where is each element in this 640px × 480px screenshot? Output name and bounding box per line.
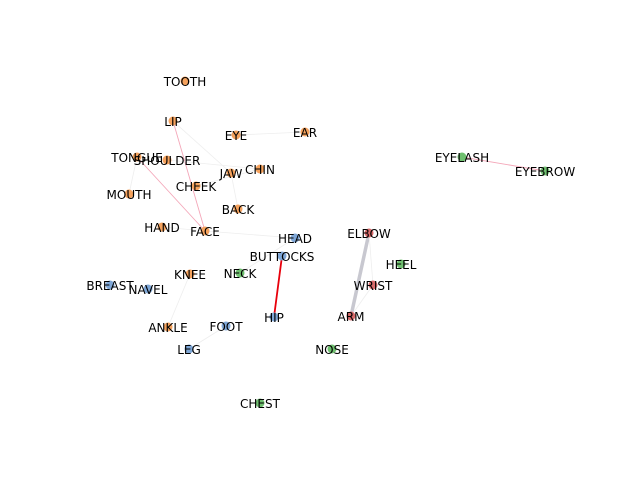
node-label-ear: EAR bbox=[293, 126, 317, 140]
node-mouth bbox=[124, 189, 134, 199]
node-label-chin: CHIN bbox=[245, 163, 275, 177]
node-jaw bbox=[226, 168, 236, 178]
node-label-head: HEAD bbox=[278, 232, 312, 246]
edge-shoulder-chin bbox=[166, 159, 261, 170]
node-label-navel: NAVEL bbox=[129, 283, 168, 297]
edge-buttocks-hip bbox=[273, 255, 283, 318]
node-label-heel: HEEL bbox=[386, 258, 417, 272]
node-label-face: FACE bbox=[190, 225, 220, 239]
node-label-neck: NECK bbox=[224, 267, 258, 281]
node-navel bbox=[143, 284, 153, 294]
node-label-hand: HAND bbox=[144, 221, 179, 235]
edge-neck-head bbox=[239, 237, 296, 274]
node-tongue bbox=[132, 152, 142, 162]
node-label-shoulder: SHOULDER bbox=[134, 154, 201, 168]
node-label-chest: CHEST bbox=[240, 397, 281, 411]
node-label-buttocks: BUTTOCKS bbox=[250, 250, 315, 264]
graph-nodes bbox=[105, 76, 550, 408]
node-label-tongue: TONGUE bbox=[110, 151, 162, 165]
node-label-wrist: WRIST bbox=[354, 279, 393, 293]
node-cheek bbox=[191, 181, 201, 191]
node-neck bbox=[235, 268, 245, 278]
node-shoulder bbox=[162, 155, 172, 165]
node-label-arm: ARM bbox=[338, 310, 365, 324]
edge-elbow-wrist bbox=[368, 232, 374, 286]
node-foot bbox=[221, 321, 231, 331]
node-chest bbox=[255, 398, 265, 408]
node-ear bbox=[300, 127, 310, 137]
edge-face-head bbox=[204, 230, 296, 239]
node-eyebrow bbox=[540, 166, 550, 176]
node-label-tooth: TOOTH bbox=[163, 75, 207, 89]
edge-lip-jaw bbox=[172, 120, 232, 174]
node-label-knee: KNEE bbox=[174, 268, 206, 282]
edge-foot-leg bbox=[188, 325, 227, 350]
node-hip bbox=[269, 312, 279, 322]
node-label-ankle: ANKLE bbox=[148, 321, 187, 335]
edge-hand-face bbox=[161, 226, 206, 232]
node-label-mouth: MOUTH bbox=[107, 188, 152, 202]
node-buttocks bbox=[277, 251, 287, 261]
node-tooth bbox=[180, 76, 190, 86]
node-face bbox=[200, 226, 210, 236]
edge-mouth-tongue bbox=[128, 156, 138, 195]
edge-arm-wrist bbox=[350, 284, 374, 317]
edge-ear-eye bbox=[235, 131, 306, 136]
edge-cheek-chin bbox=[195, 168, 261, 187]
edge-eyelash-eyebrow bbox=[461, 156, 546, 172]
node-hand bbox=[157, 222, 167, 232]
node-label-elbow: ELBOW bbox=[347, 227, 391, 241]
edge-knee-ankle bbox=[167, 273, 191, 328]
edge-lip-face bbox=[172, 120, 206, 232]
node-eyelash bbox=[457, 152, 467, 162]
edge-elbow-arm bbox=[349, 231, 371, 318]
edge-jaw-back bbox=[230, 172, 239, 210]
node-ankle bbox=[163, 322, 173, 332]
node-head bbox=[290, 233, 300, 243]
node-label-hip: HIP bbox=[264, 311, 284, 325]
node-arm bbox=[346, 311, 356, 321]
node-breast bbox=[105, 280, 115, 290]
node-knee bbox=[185, 269, 195, 279]
node-label-cheek: CHEEK bbox=[176, 180, 218, 194]
edge-tongue-face bbox=[136, 156, 206, 232]
node-lip bbox=[168, 116, 178, 126]
node-elbow bbox=[364, 228, 374, 238]
node-nose bbox=[327, 344, 337, 354]
node-label-eye: EYE bbox=[225, 129, 248, 143]
node-label-nose: NOSE bbox=[315, 343, 349, 357]
node-label-eyebrow: EYEBROW bbox=[515, 165, 576, 179]
graph-edges bbox=[128, 120, 546, 350]
node-back bbox=[233, 204, 243, 214]
node-eye bbox=[231, 130, 241, 140]
node-heel bbox=[396, 259, 406, 269]
node-label-leg: LEG bbox=[177, 343, 201, 357]
node-leg bbox=[184, 344, 194, 354]
node-chin bbox=[255, 164, 265, 174]
node-label-breast: BREAST bbox=[86, 279, 134, 293]
node-label-jaw: JAW bbox=[219, 167, 243, 181]
node-wrist bbox=[368, 280, 378, 290]
node-label-foot: FOOT bbox=[209, 320, 243, 334]
node-label-eyelash: EYELASH bbox=[435, 151, 489, 165]
node-label-back: BACK bbox=[222, 203, 256, 217]
node-label-lip: LIP bbox=[164, 115, 181, 129]
